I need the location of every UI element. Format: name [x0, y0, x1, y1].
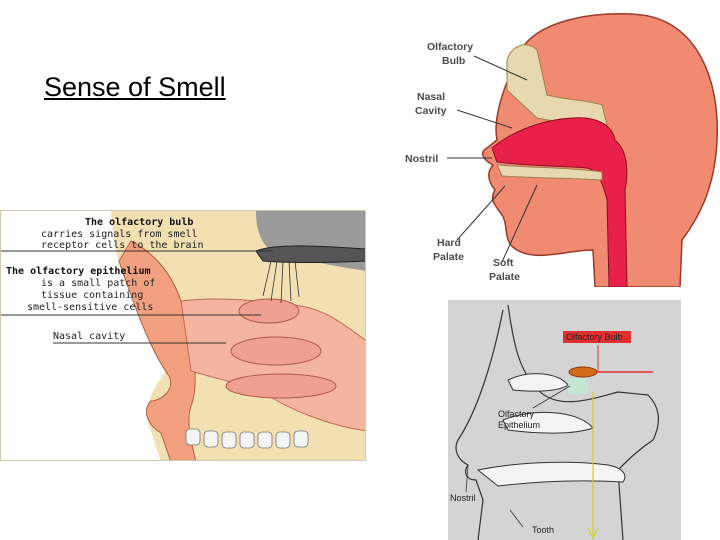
- nasal-floor: [476, 461, 626, 487]
- label-epithelium-heading: The olfactory epithelium: [6, 265, 151, 277]
- label-nasal-cavity: Nasal cavity: [53, 331, 125, 342]
- nose-profile: [455, 309, 504, 540]
- label-olfactory-bulb-2: Bulb: [442, 55, 465, 67]
- label-bulb-desc-2: receptor cells to the brain: [41, 240, 204, 251]
- label-hard-palate-1: Hard: [437, 237, 461, 249]
- label-nostril: Nostril: [450, 493, 476, 503]
- epithelium-highlight: [568, 378, 588, 394]
- nasal-cross-section-diagram: The olfactory bulb carries signals from …: [0, 210, 366, 461]
- line-diagram-svg: Olfactory Bulb Olfactory Epithelium Nost…: [448, 300, 681, 540]
- head-profile-svg: Olfactory Bulb Nasal Cavity Nostril Hard…: [405, 13, 718, 287]
- face-skin: [1, 211, 166, 460]
- label-nasal-cavity-2: Cavity: [415, 105, 447, 117]
- cross-pointer-lines: [1, 250, 273, 344]
- tooth-arrow-head: [587, 527, 599, 540]
- head-pointer-lines: [447, 55, 538, 263]
- olfactory-bulb-mark: [568, 366, 598, 378]
- line-drawing-diagram: Olfactory Bulb Olfactory Epithelium Nost…: [448, 300, 681, 540]
- label-nasal-cavity-1: Nasal: [417, 91, 445, 103]
- turbinate-lower: [225, 373, 337, 399]
- teeth: [185, 428, 309, 449]
- label-bulb-heading: The olfactory bulb: [85, 217, 193, 228]
- head-profile-diagram: Olfactory Bulb Nasal Cavity Nostril Hard…: [397, 0, 720, 287]
- olfactory-bulb-shape: [255, 245, 365, 263]
- cross-section-svg: The olfactory bulb carries signals from …: [1, 211, 365, 460]
- hard-palate-shape: [496, 164, 603, 181]
- label-nostril: Nostril: [405, 153, 438, 165]
- label-tooth: Tooth: [532, 525, 554, 535]
- label-soft-palate-1: Soft: [493, 257, 514, 269]
- slide-title: Sense of Smell: [44, 72, 226, 102]
- label-soft-palate-2: Palate: [489, 271, 520, 283]
- bulb-label-box: [563, 331, 631, 343]
- turbinate-middle: [230, 336, 322, 366]
- label-hard-palate-2: Palate: [433, 251, 464, 263]
- line-pointer-lines: [465, 385, 571, 528]
- skull-outline: [507, 304, 660, 540]
- label-olfactory-epithelium-1: Olfactory: [498, 409, 535, 419]
- label-bulb-desc-1: carries signals from smell: [41, 229, 198, 240]
- label-olfactory-bulb: Olfactory Bulb: [566, 332, 623, 342]
- turbinate-upper: [238, 298, 300, 324]
- label-olfactory-epithelium-2: Epithelium: [498, 420, 540, 430]
- olfactory-nerve-fibres: [262, 260, 300, 304]
- label-epithelium-desc-3: smell-sensitive cells: [27, 302, 153, 313]
- label-epithelium-desc-1: is a small patch of: [41, 278, 155, 289]
- nasal-cavity-shape: [491, 117, 628, 287]
- label-epithelium-desc-2: tissue containing: [41, 290, 143, 301]
- label-olfactory-bulb-1: Olfactory: [427, 41, 473, 53]
